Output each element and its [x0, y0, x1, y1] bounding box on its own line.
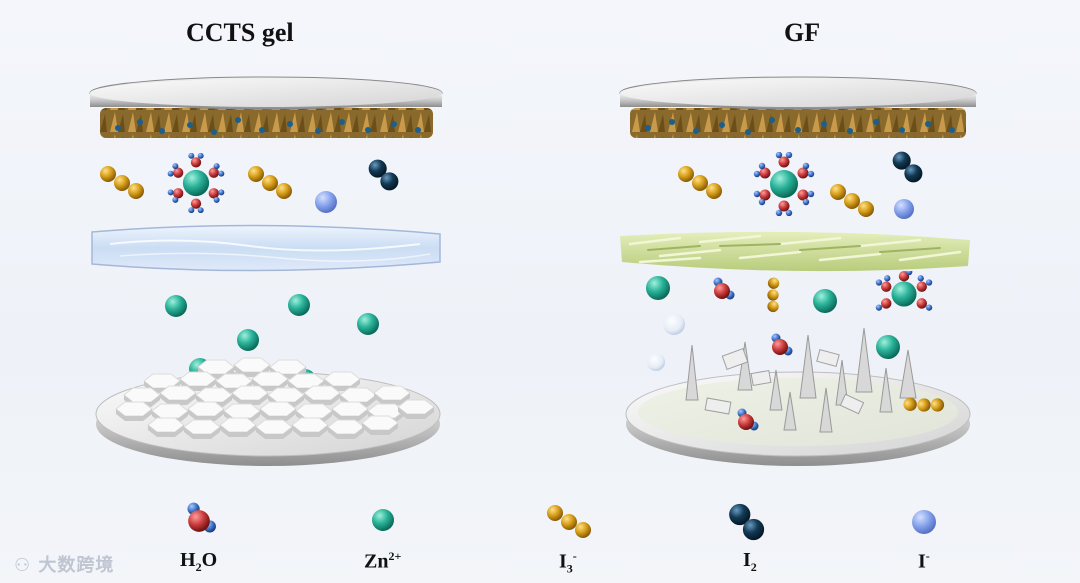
glass-fiber-separator — [620, 231, 970, 272]
watermark-text: 大数跨境 — [38, 555, 115, 576]
legend-label-i2: I2 — [743, 549, 757, 574]
left-zinc-anode — [95, 357, 441, 466]
right-cathode — [619, 76, 977, 138]
legend-label-zn: Zn2+ — [364, 549, 402, 573]
i2-molecule-icon — [729, 503, 765, 541]
legend-icons — [187, 502, 936, 541]
right-electrolyte-species — [678, 151, 923, 219]
logo-icon: ⚇ — [14, 555, 32, 576]
legend-label-iodide: I- — [918, 549, 930, 573]
legend-label-h2o: H2O — [180, 549, 218, 574]
watermark: ⚇ 大数跨境 — [14, 551, 114, 577]
ccts-gel-layer — [91, 224, 441, 272]
right-zinc-anode-dendrites — [625, 327, 971, 466]
legend-label-i3: I3- — [559, 549, 577, 576]
left-electrolyte-species — [100, 153, 399, 213]
zn-ion-icon — [372, 509, 394, 531]
i3-ion-icon — [547, 505, 591, 538]
right-panel-title: GF — [784, 18, 821, 47]
left-cathode — [89, 76, 443, 138]
h2o-icon — [187, 502, 216, 533]
iodide-ion-icon — [912, 510, 936, 534]
hexagonal-zinc-deposits — [115, 357, 435, 440]
left-panel-title: CCTS gel — [186, 18, 294, 47]
